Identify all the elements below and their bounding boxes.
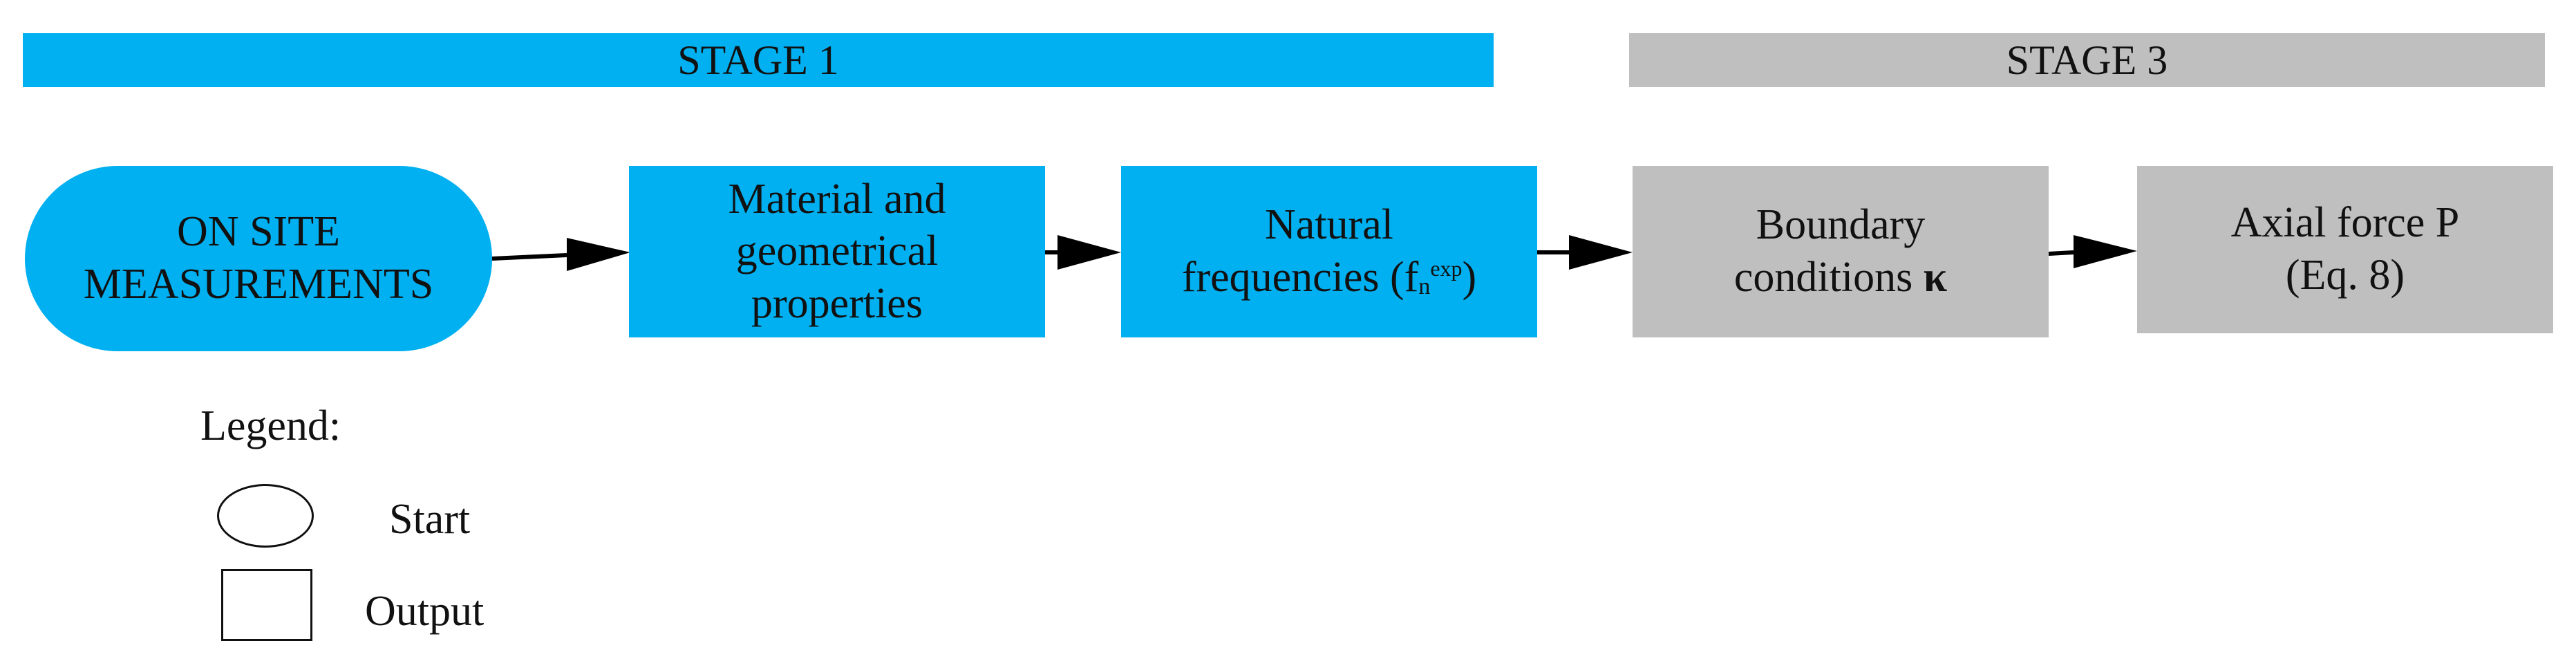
node-start-line1: ON SITE [177, 208, 340, 256]
node-boundary-kappa: κ [1923, 254, 1948, 301]
node-natural-line2-suffix: ) [1462, 254, 1477, 301]
stage-1-label: STAGE 1 [677, 37, 839, 83]
legend-label-start: Start [389, 496, 471, 543]
node-natural-line2-prefix: frequencies (f [1181, 254, 1419, 301]
node-material-line1: Material and [728, 175, 946, 223]
legend-rectangle-shape [221, 569, 312, 641]
node-natural-superscript: exp [1430, 256, 1463, 281]
node-material-line3: properties [751, 279, 923, 327]
node-boundary-line2-prefix: conditions [1733, 254, 1924, 301]
node-natural-frequencies: Natural frequencies (fnexp) [1121, 166, 1537, 337]
stage-3-label: STAGE 3 [2006, 37, 2168, 83]
node-boundary-line2: conditions κ [1734, 252, 1947, 304]
node-axial-line2: (Eq. 8) [2285, 252, 2405, 299]
arrow-start-to-material [491, 238, 630, 271]
stage-3-bar: STAGE 3 [1629, 33, 2545, 87]
node-material-properties: Material and geometrical properties [629, 166, 1045, 337]
node-natural-subscript: n [1418, 274, 1431, 299]
node-boundary-conditions: Boundary conditions κ [1633, 166, 2049, 337]
arrow-natural-to-boundary [1537, 235, 1633, 270]
legend-label-output: Output [365, 588, 485, 635]
node-axial-line1: Axial force P [2230, 199, 2460, 247]
legend-title: Legend: [200, 402, 341, 449]
arrow-material-to-natural [1045, 235, 1121, 270]
node-natural-line2: frequencies (fnexp) [1182, 252, 1476, 304]
stage-1-bar: STAGE 1 [23, 33, 1494, 87]
node-start-line2: MEASUREMENTS [83, 261, 434, 308]
node-natural-line1: Natural [1265, 201, 1393, 249]
node-axial-force: Axial force P (Eq. 8) [2137, 166, 2553, 333]
node-material-line2: geometrical [735, 227, 939, 275]
arrow-boundary-to-axial [2048, 235, 2137, 268]
node-on-site-measurements: ON SITE MEASUREMENTS [25, 166, 492, 351]
node-boundary-line1: Boundary [1756, 201, 1926, 249]
legend-ellipse-shape [217, 484, 314, 548]
